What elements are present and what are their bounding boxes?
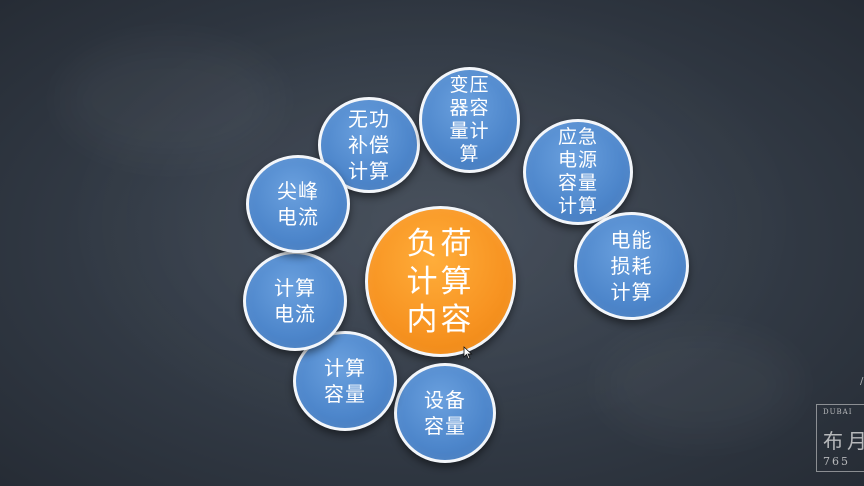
node-label: 无功 补偿 计算 — [348, 107, 390, 183]
node-label: 应急 电源 容量 计算 — [557, 126, 598, 217]
watermark-bottom-text: 765 — [823, 455, 850, 468]
node-equipment-capacity: 设备 容量 — [394, 363, 496, 463]
node-label: 尖峰 电流 — [277, 179, 319, 229]
node-label: 计算 电流 — [274, 276, 316, 326]
center-node-label: 负荷 计算 内容 — [406, 225, 475, 338]
watermark-top-text: DUBAI — [823, 408, 853, 416]
mouse-cursor-icon — [463, 346, 473, 360]
chalk-smudge — [600, 330, 800, 440]
node-label: 变压 器容 量计 算 — [449, 74, 490, 165]
watermark-logo: DUBAI 布月 765 — [816, 404, 864, 472]
node-calculated-current: 计算 电流 — [243, 251, 347, 351]
watermark-main-text: 布月 — [823, 429, 864, 453]
node-transformer-capacity: 变压 器容 量计 算 — [419, 67, 520, 173]
watermark-tick: / — [860, 376, 864, 387]
center-node-load-calculation: 负荷 计算 内容 — [365, 206, 516, 357]
node-label: 设备 容量 — [424, 388, 466, 438]
node-label: 计算 容量 — [324, 356, 366, 406]
chalk-smudge — [60, 40, 280, 160]
node-label: 电能 损耗 计算 — [610, 228, 653, 304]
node-emergency-power: 应急 电源 容量 计算 — [523, 119, 633, 225]
node-power-loss: 电能 损耗 计算 — [574, 212, 689, 320]
node-peak-current: 尖峰 电流 — [246, 155, 350, 253]
